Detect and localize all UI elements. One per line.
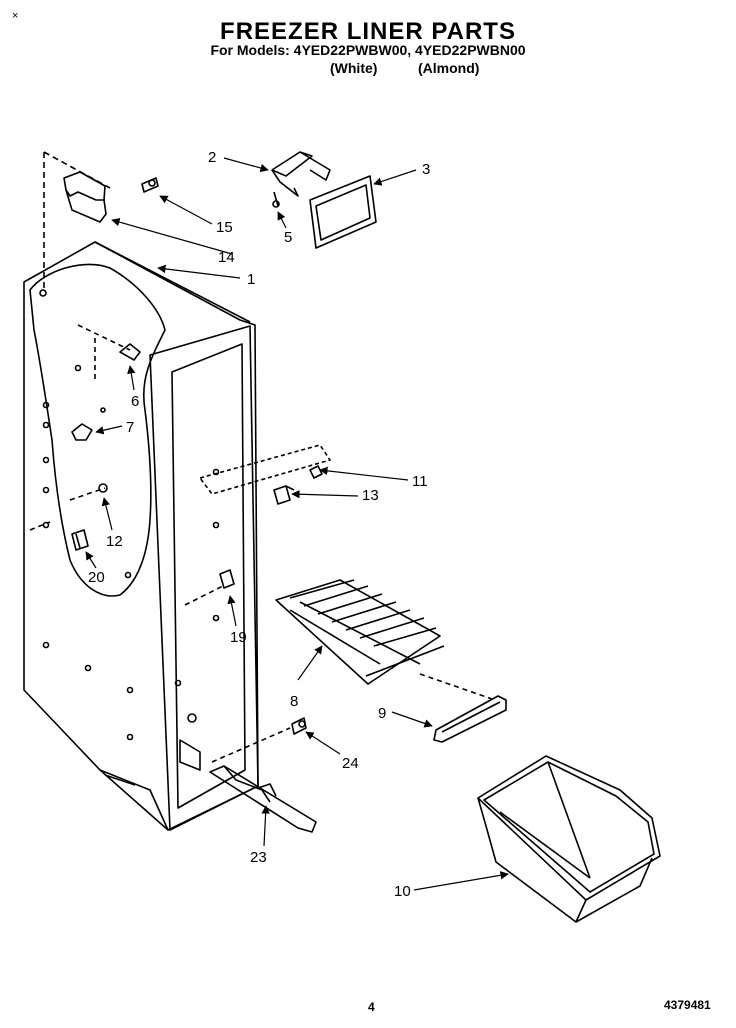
callout-23: 23 bbox=[250, 849, 267, 866]
shelf-clip-11 bbox=[309, 465, 323, 479]
callout-8: 8 bbox=[290, 693, 298, 710]
light-shield-3 bbox=[309, 175, 377, 249]
screw-24 bbox=[211, 717, 307, 763]
freezer-drawer-10 bbox=[477, 755, 661, 923]
callout-9: 9 bbox=[378, 705, 386, 722]
wire-shelf-8 bbox=[275, 579, 445, 685]
models-line: For Models: 4YED22PWBW00, 4YED22PWBN00 bbox=[210, 42, 526, 58]
callout-7: 7 bbox=[126, 419, 134, 436]
corner-mark: × bbox=[12, 10, 19, 22]
color-white-label: (White) bbox=[330, 60, 378, 76]
callout-13: 13 bbox=[362, 487, 379, 504]
callout-6: 6 bbox=[131, 393, 139, 410]
callout-1: 1 bbox=[247, 271, 255, 288]
callout-11: 11 bbox=[412, 473, 428, 490]
callout-14: 14 bbox=[218, 249, 235, 266]
retainer-20 bbox=[71, 529, 89, 551]
page-title: FREEZER LINER PARTS bbox=[220, 18, 516, 45]
callout-5: 5 bbox=[284, 229, 292, 246]
callout-3: 3 bbox=[422, 161, 430, 178]
shelf-support-13 bbox=[273, 485, 295, 505]
callout-20: 20 bbox=[88, 569, 105, 586]
clip-19 bbox=[219, 569, 235, 589]
callout-24: 24 bbox=[342, 755, 359, 772]
clip-12 bbox=[98, 483, 108, 493]
drawer-rail-23 bbox=[209, 765, 317, 833]
freezer-liner bbox=[23, 152, 259, 831]
callout-12: 12 bbox=[106, 533, 123, 550]
callout-19: 19 bbox=[230, 629, 247, 646]
page-number: 4 bbox=[368, 1000, 375, 1014]
screw-15 bbox=[141, 177, 159, 193]
callout-2: 2 bbox=[208, 149, 216, 166]
color-almond-label: (Almond) bbox=[418, 60, 480, 76]
screw-5 bbox=[272, 191, 280, 208]
leader-lines bbox=[85, 157, 509, 891]
top-hinge-bracket bbox=[43, 151, 111, 223]
clip-6 bbox=[119, 343, 141, 361]
callout-10: 10 bbox=[394, 883, 411, 900]
callout-15: 15 bbox=[216, 219, 233, 236]
hinge-bracket-2 bbox=[271, 151, 331, 197]
callout-labels: 1 2 3 5 6 7 8 9 10 11 12 13 14 15 19 20 … bbox=[88, 149, 430, 900]
shelf-support-plate bbox=[199, 444, 331, 495]
clip-7 bbox=[71, 407, 106, 441]
part-number: 4379481 bbox=[664, 998, 711, 1012]
shelf-trim-9 bbox=[419, 673, 507, 743]
